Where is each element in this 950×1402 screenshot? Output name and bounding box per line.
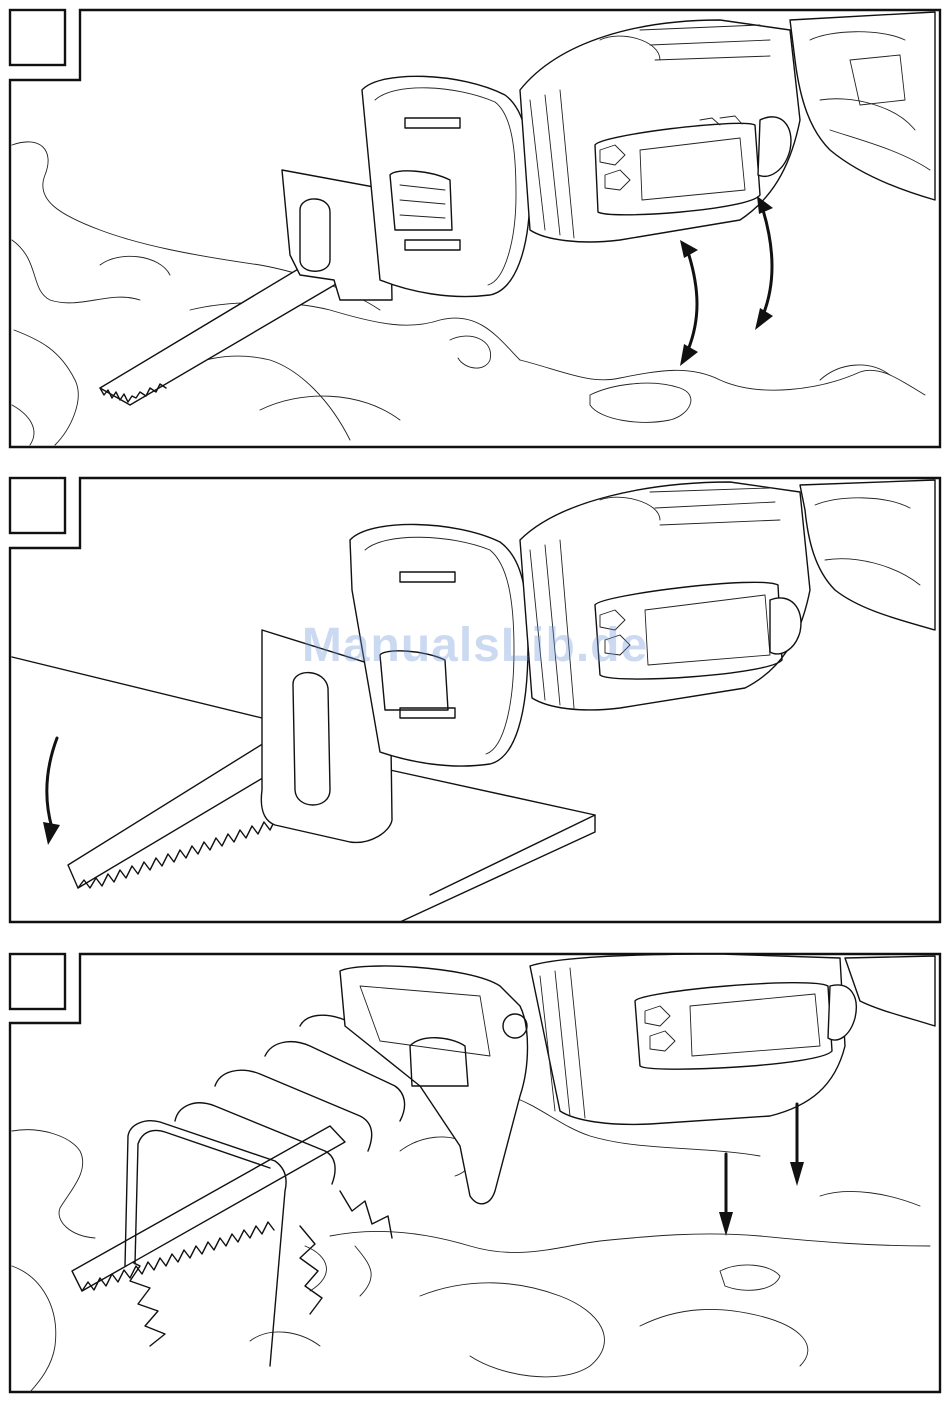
illustration-panel-2: [0, 470, 950, 930]
saw-body: [530, 954, 856, 1124]
panel-3-drawing: [0, 946, 950, 1402]
cut-log-teeth: [120, 1191, 392, 1346]
panel-1-step-box: [10, 10, 65, 65]
panel-3-step-box: [10, 954, 65, 1009]
saw-handle: [845, 956, 935, 1026]
saw-nose: [340, 966, 528, 1204]
panel-2-drawing: [0, 470, 950, 930]
saw-nose: [350, 524, 528, 766]
panel-2-step-box: [10, 478, 65, 533]
arrow-curved-down: [43, 738, 60, 845]
saw-blade: [72, 1126, 345, 1291]
arrow-up-down-left: [680, 240, 698, 366]
panel-1-drawing: [0, 0, 950, 452]
illustration-panel-1: [0, 0, 950, 452]
arrow-down-left: [719, 1154, 733, 1236]
arrow-down-right: [790, 1104, 804, 1186]
illustration-panel-3: [0, 946, 950, 1402]
arrow-up-down-right: [755, 196, 773, 330]
saw-body: [520, 20, 800, 242]
blade-clamp-frame: [125, 1015, 418, 1366]
saw-handle: [800, 480, 935, 630]
saw-body: [520, 482, 810, 710]
saw-handle: [790, 12, 935, 200]
saw-nose: [362, 76, 530, 296]
